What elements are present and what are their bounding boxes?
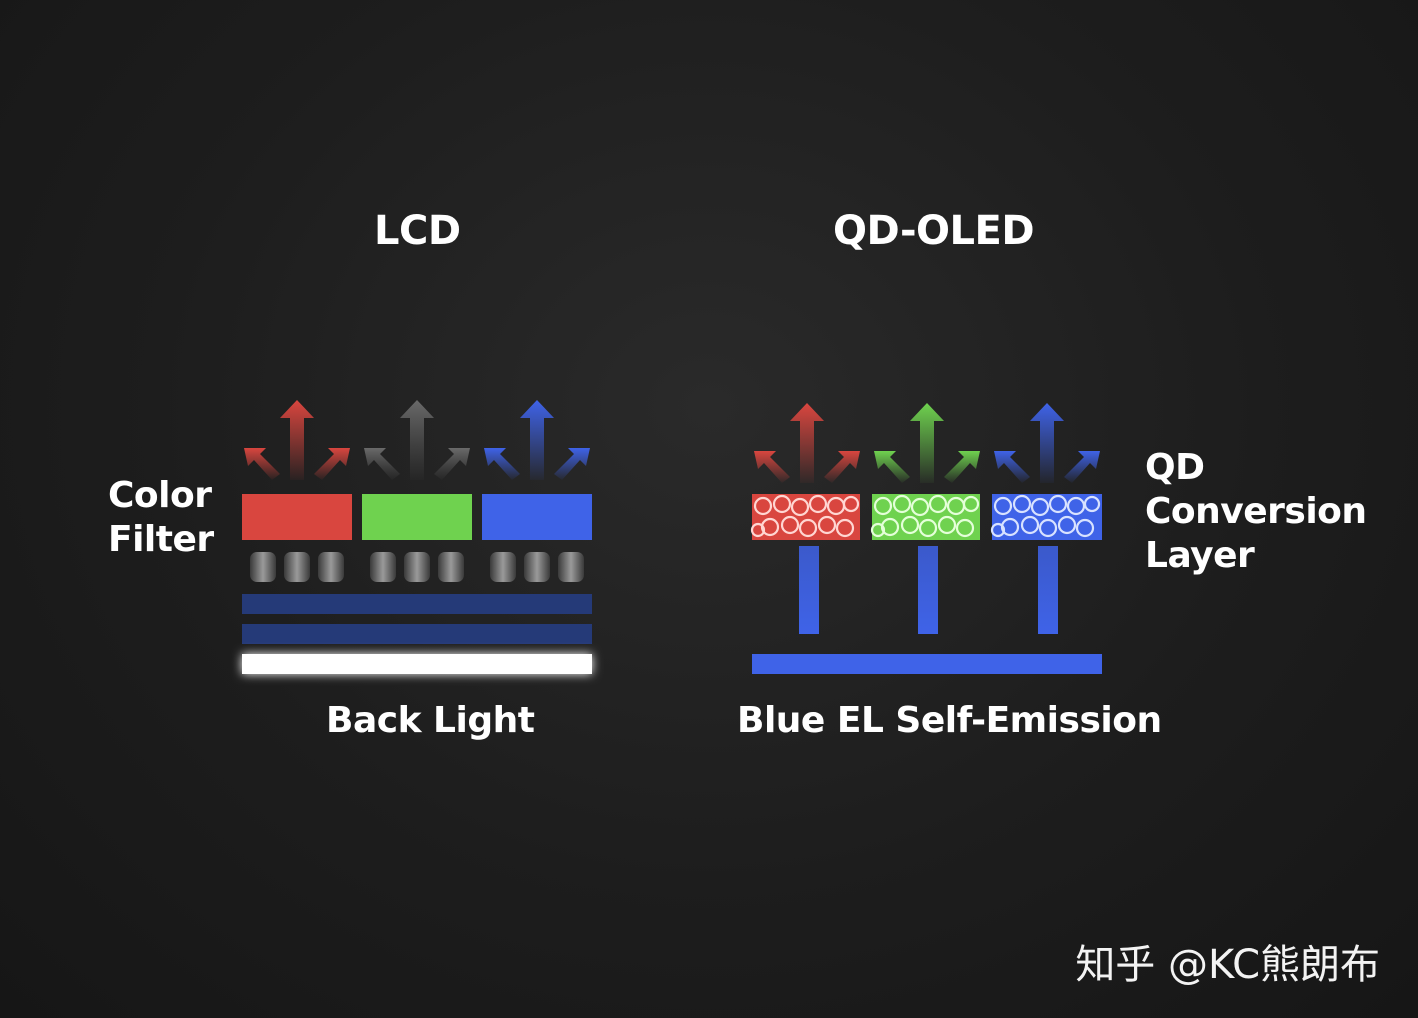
qd-label-line-3: Layer: [1145, 535, 1255, 576]
qd-label-line-1: QD: [1145, 447, 1205, 488]
color-filter-label: Color Filter: [108, 474, 214, 562]
lcd-blue-arrows: [484, 400, 590, 480]
lcd-red-arrows: [244, 400, 350, 480]
qdoled-title: QD-OLED: [833, 208, 1035, 254]
qd-blue-riser-2: [918, 546, 938, 634]
lcd-liquid-crystal-row: [250, 552, 584, 582]
lcd-green-filter: [362, 494, 472, 540]
qd-blue-conversion-block: [990, 494, 1102, 540]
watermark: 知乎 @KC熊朗布: [1075, 942, 1380, 988]
lcd-title: LCD: [374, 208, 461, 254]
qd-label-line-2: Conversion: [1145, 491, 1367, 532]
lcd-blue-filter: [482, 494, 592, 540]
qd-red-conversion-block: [750, 494, 860, 540]
qd-blue-riser-1: [799, 546, 819, 634]
lcd-polarizer-layer-2: [242, 624, 592, 644]
lcd-red-filter: [242, 494, 352, 540]
qd-blue-riser-3: [1038, 546, 1058, 634]
qd-blue-arrows: [994, 403, 1100, 483]
lcd-backlight: [242, 654, 592, 674]
qd-blue-el-layer: [752, 654, 1102, 674]
lcd-polarizer-layer-1: [242, 594, 592, 614]
qd-green-conversion-block: [870, 494, 980, 540]
qd-red-arrows: [754, 403, 860, 483]
qd-conversion-layer-label: QD Conversion Layer: [1145, 446, 1367, 578]
color-filter-label-line-1: Color: [108, 475, 212, 516]
back-light-label: Back Light: [326, 700, 535, 741]
color-filter-label-line-2: Filter: [108, 519, 214, 560]
blue-el-self-emission-label: Blue EL Self-Emission: [737, 700, 1162, 741]
lcd-gray-arrows: [364, 400, 470, 480]
qd-green-arrows: [874, 403, 980, 483]
